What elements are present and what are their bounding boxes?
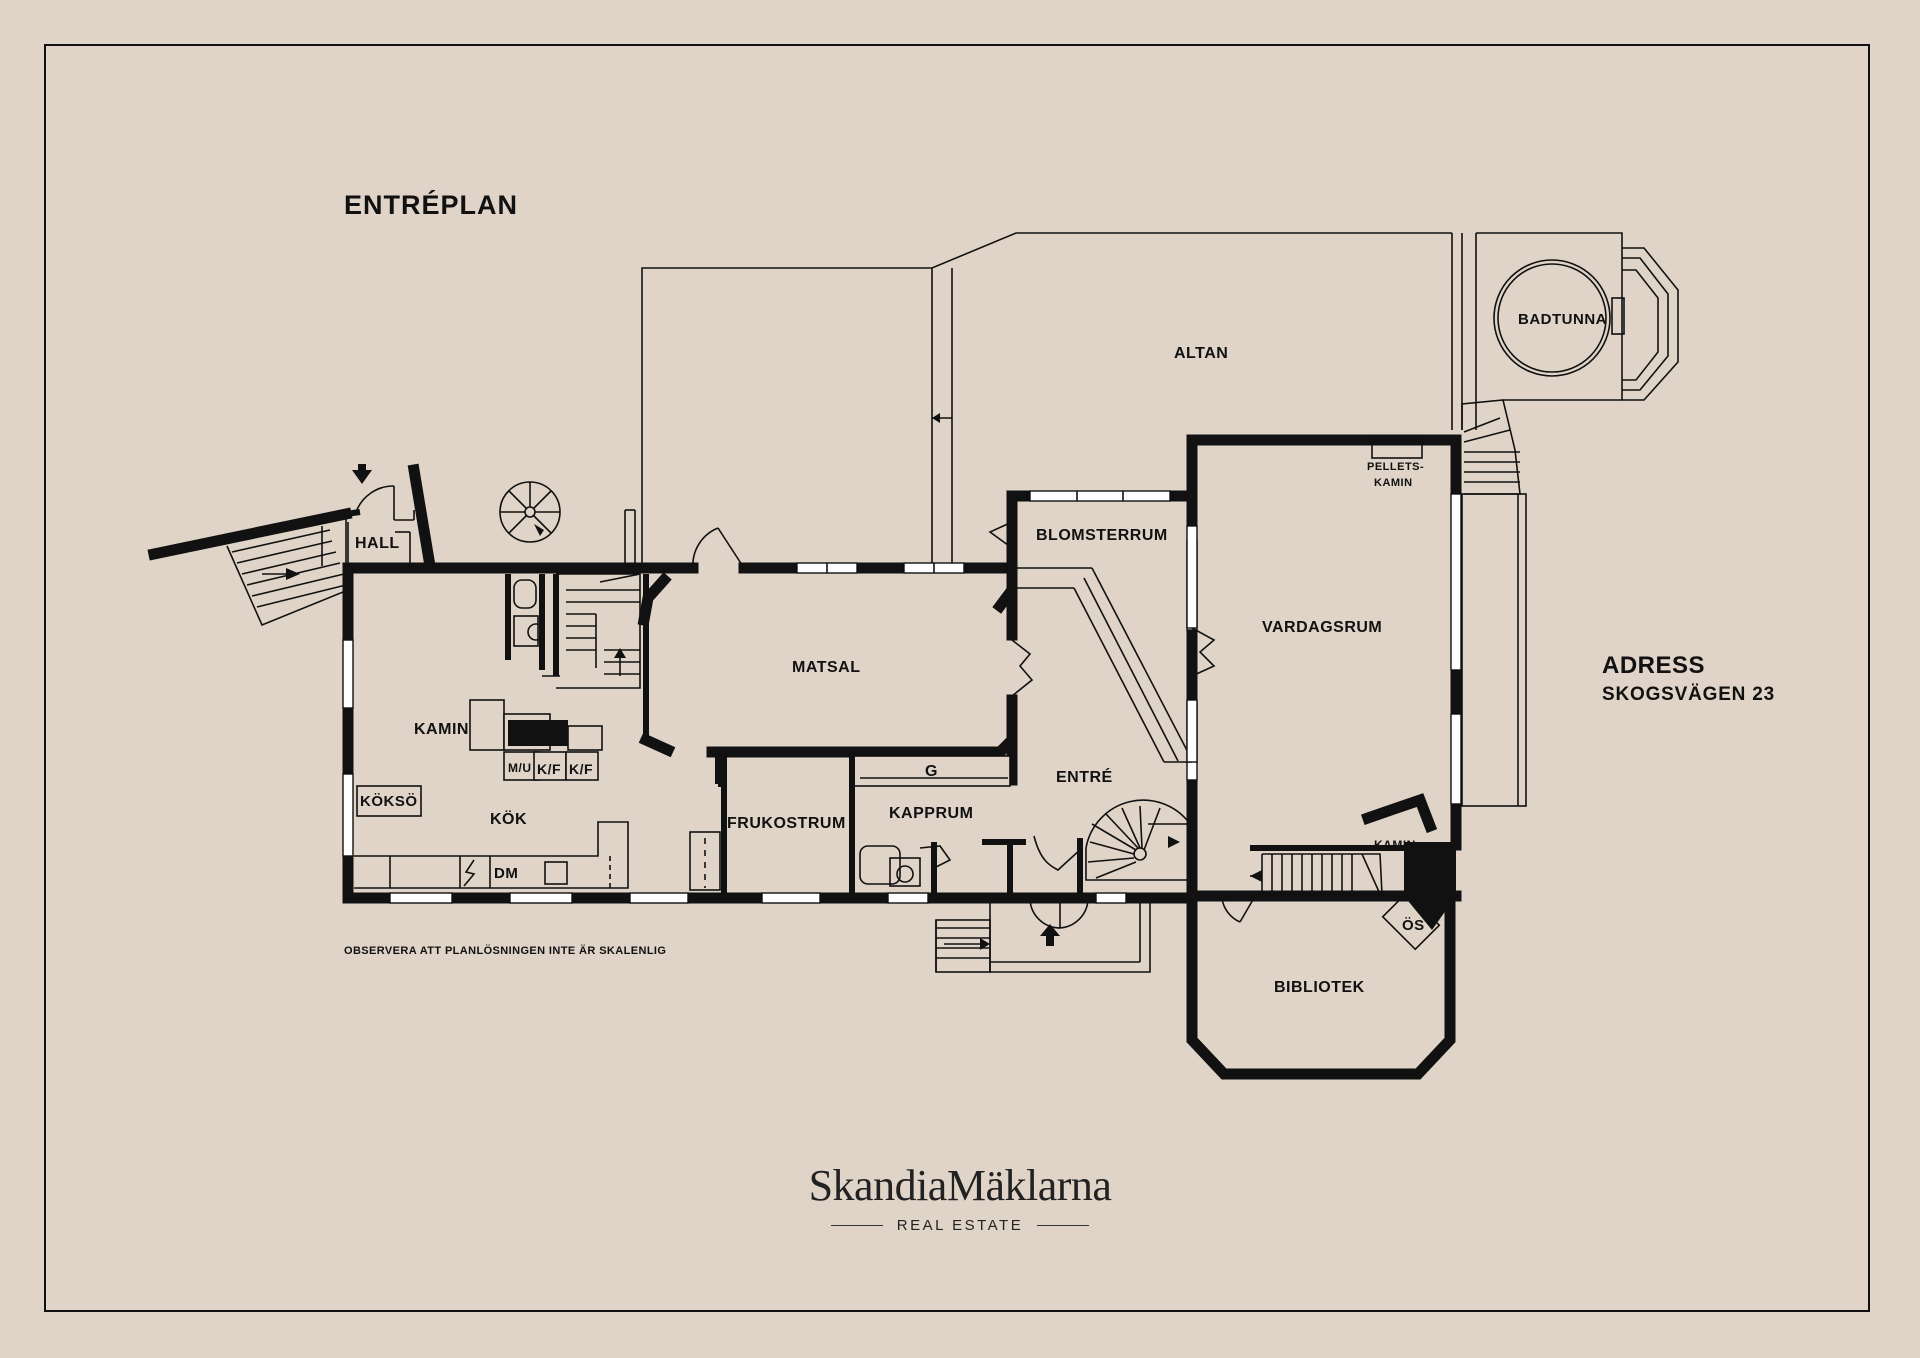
matsal-walls — [638, 639, 1083, 898]
room-label-kamin: KAMIN — [414, 721, 469, 738]
label-kf-2: K/F — [569, 761, 593, 777]
west-stairs — [147, 507, 353, 627]
blomsterrum — [988, 521, 1216, 763]
bibliotek — [1186, 892, 1456, 1080]
room-label-kok: KÖK — [490, 809, 527, 828]
label-pellets-kamin-line2: KAMIN — [1374, 477, 1413, 489]
label-pellets-kamin-line1: PELLETS- — [1367, 461, 1424, 473]
room-label-koksö: KÖKSÖ — [360, 793, 418, 810]
label-os: ÖS — [1402, 917, 1425, 934]
north-door — [692, 527, 745, 569]
room-label-blomsterrum: BLOMSTERRUM — [1036, 527, 1168, 544]
hall — [321, 463, 437, 573]
room-label-vardagsrum: VARDAGSRUM — [1262, 619, 1382, 636]
front-entry — [935, 897, 1151, 973]
spiral-stair-north — [499, 481, 561, 543]
hot-tub — [1493, 259, 1625, 377]
label-g: G — [925, 763, 938, 780]
logo-rule-right — [1037, 1224, 1090, 1227]
logo-rule-left — [830, 1224, 883, 1227]
vardagsrum — [1186, 439, 1462, 951]
company-logo: SkandiaMäklarna REAL ESTATE — [740, 1160, 1180, 1234]
logo-subtitle-row: REAL ESTATE — [740, 1217, 1180, 1234]
room-label-dm: DM — [494, 865, 518, 882]
spiral-stair-entre — [1085, 799, 1191, 881]
kitchen — [354, 573, 649, 890]
room-label-frukostrum: FRUKOSTRUM — [727, 815, 846, 832]
room-label-matsal: MATSAL — [792, 659, 860, 676]
label-mu: M/U — [508, 761, 532, 775]
scale-disclaimer: OBSERVERA ATT PLANLÖSNINGEN INTE ÄR SKAL… — [344, 945, 667, 957]
room-label-entre: ENTRÉ — [1056, 767, 1113, 786]
label-badtunna: BADTUNNA — [1518, 311, 1607, 328]
east-steps — [1461, 399, 1527, 807]
room-label-kapprum: KAPPRUM — [889, 805, 973, 822]
label-kf-1: K/F — [537, 761, 561, 777]
address-value: SKOGSVÄGEN 23 — [1602, 684, 1776, 705]
room-label-bibliotek: BIBLIOTEK — [1274, 979, 1365, 996]
label-kamin-vardagsrum: KAMIN — [1374, 838, 1416, 852]
room-label-altan: ALTAN — [1174, 345, 1228, 362]
address-heading: ADRESS — [1602, 652, 1706, 679]
logo-brand-name: SkandiaMäklarna — [808, 1161, 1112, 1210]
room-label-hall: HALL — [355, 535, 400, 552]
sheet-border — [44, 44, 1870, 1312]
page-title: ENTRÉPLAN — [344, 190, 519, 220]
logo-subtitle: REAL ESTATE — [896, 1217, 1024, 1234]
deck-outline — [624, 232, 1679, 566]
